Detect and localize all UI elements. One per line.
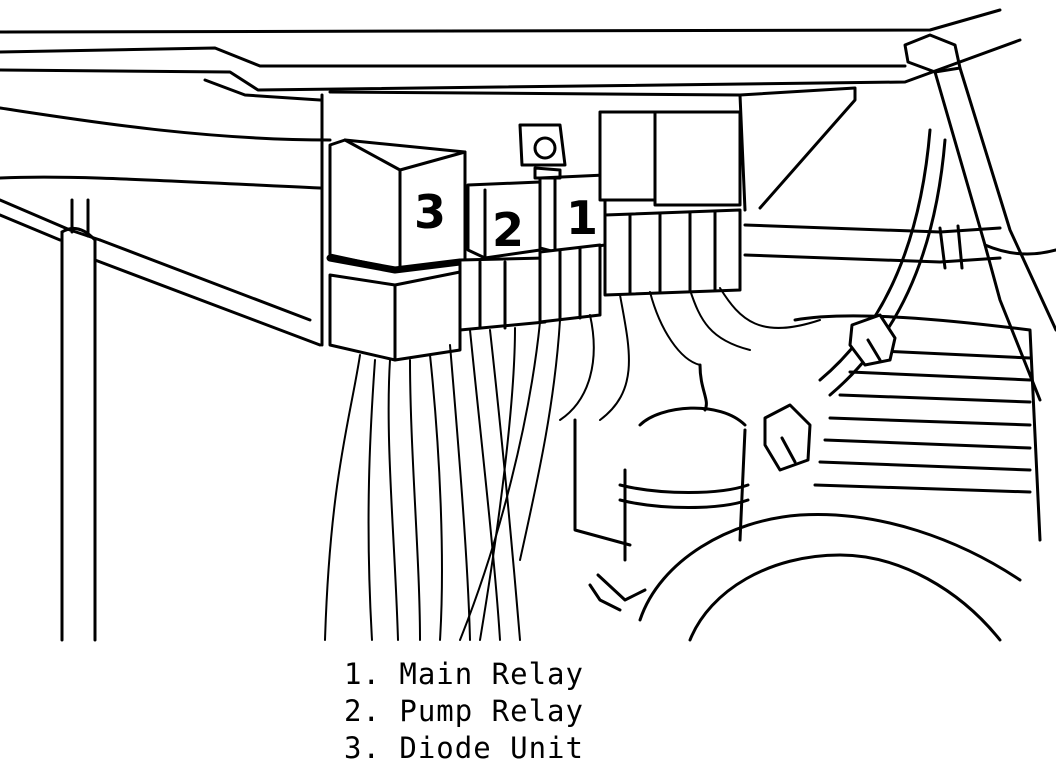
callout-2: 2 [492, 203, 524, 257]
main-relay [538, 173, 607, 324]
legend: 1. Main Relay 2. Pump Relay 3. Diode Uni… [344, 656, 704, 767]
engine-bay-illustration: 3 2 1 [0, 8, 1056, 642]
legend-item-main-relay: 1. Main Relay [344, 657, 584, 691]
pump-relay [458, 180, 547, 332]
plenum-nut-lower [763, 403, 812, 472]
legend-item-pump-relay: 2. Pump Relay [344, 694, 584, 728]
fender [933, 66, 1056, 402]
wire-harness [324, 287, 821, 641]
mounting-bolt [518, 123, 567, 180]
canister [618, 363, 750, 562]
intake-plenum [793, 314, 1042, 542]
legend-item-diode-unit: 3. Diode Unit [344, 731, 584, 765]
vacuum-hose [743, 128, 1002, 397]
diode-unit [326, 138, 467, 362]
plenum-nut [848, 313, 897, 367]
lower-hose [588, 512, 1022, 642]
hood-edge [0, 8, 1022, 102]
callout-1: 1 [566, 191, 598, 245]
callout-3: 3 [414, 185, 446, 239]
mounting-bracket [320, 86, 857, 547]
left-hoses [0, 106, 332, 642]
connector-block [598, 110, 742, 297]
